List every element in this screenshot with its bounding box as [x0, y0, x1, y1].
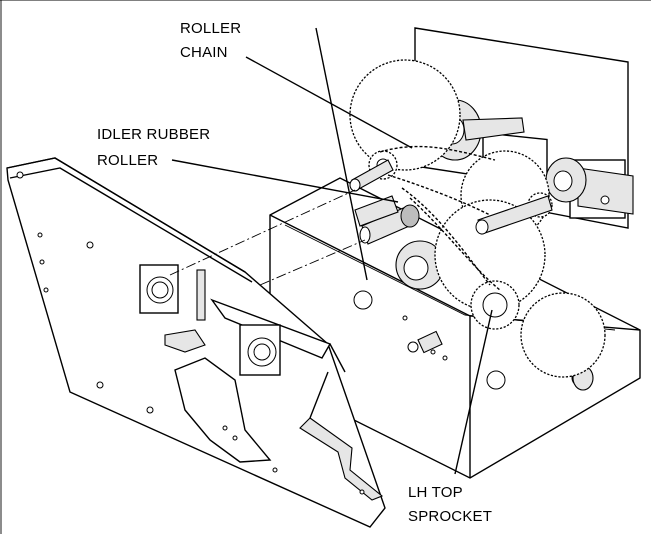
label-idler-line2: ROLLER: [97, 152, 158, 169]
label-sprocket-line1: LH TOP: [408, 484, 463, 501]
base-housing-box: [269, 177, 641, 479]
label-idler-line1: IDLER RUBBER: [97, 126, 210, 143]
label-roller-chain-line2: CHAIN: [180, 44, 228, 61]
upper-left-sprocket: [349, 59, 461, 171]
callout-roller-chain: ROLLER CHAIN: [180, 20, 413, 281]
callout-idler-rubber-roller: IDLER RUBBER ROLLER: [97, 126, 399, 203]
label-roller-chain-line1: ROLLER: [180, 20, 241, 37]
left-side-plate: [6, 157, 386, 528]
callout-lh-top-sprocket: LH TOP SPROCKET: [408, 309, 493, 525]
lower-right-sprocket: [520, 292, 606, 378]
shafts: [349, 117, 553, 245]
alignment-centerlines: [169, 189, 366, 286]
label-sprocket-line2: SPROCKET: [408, 508, 492, 525]
roller-chain: [379, 145, 501, 291]
sprockets: [349, 59, 606, 378]
middle-sprocket: [434, 199, 546, 311]
